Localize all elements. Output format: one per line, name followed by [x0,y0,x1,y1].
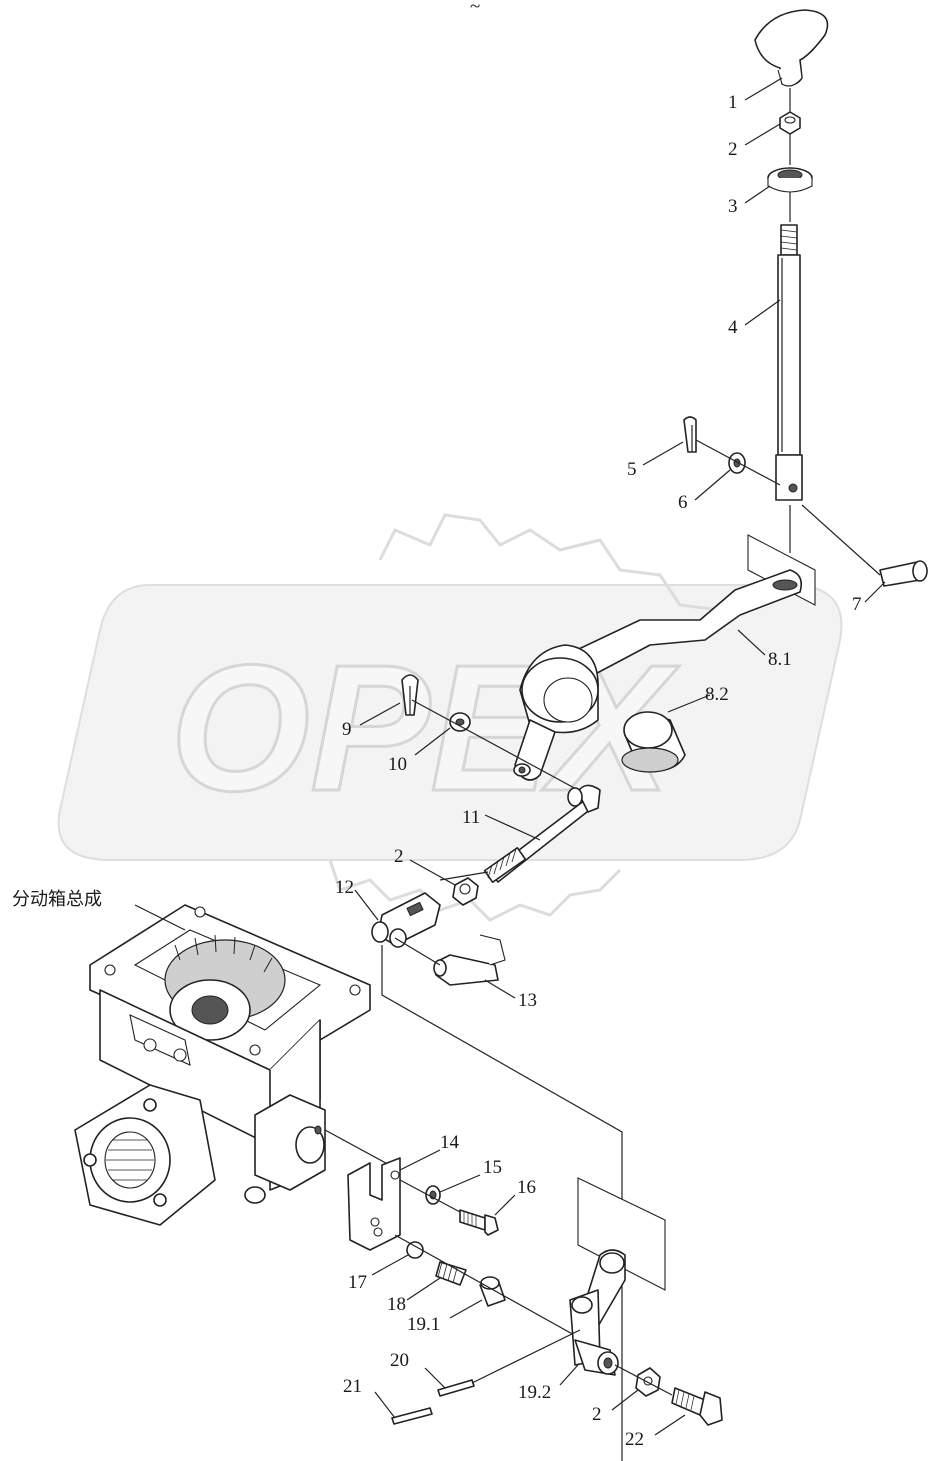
callout-5: 5 [627,459,637,480]
roll-pin-20 [437,1379,475,1397]
detent-bracket [347,1157,401,1251]
callout-15: 15 [483,1157,502,1178]
callout-6: 6 [678,492,688,513]
clevis-pin-clip [433,934,506,986]
callout-labels: 1 2 3 4 5 6 7 8.1 8.2 9 10 11 2 12 13 分动… [12,92,862,1450]
callout-22: 22 [625,1429,644,1450]
washer-10 [449,712,471,732]
shift-rod [775,224,803,501]
callout-19-1: 19.1 [407,1314,440,1335]
lever-bushing [621,711,686,773]
callout-2-mid: 2 [394,846,404,867]
callout-leaders [134,77,886,1436]
header-mark: ~ [470,0,480,17]
callout-9: 9 [342,719,352,740]
callout-2-top: 2 [728,139,738,160]
callout-2-bottom: 2 [592,1404,602,1425]
callout-13: 13 [518,990,537,1011]
callout-14: 14 [440,1132,460,1153]
callout-17: 17 [348,1272,367,1293]
bolt-22 [671,1387,723,1426]
split-pin-9 [401,674,419,716]
callout-20: 20 [390,1350,409,1371]
connection-line [381,945,623,1461]
callout-3: 3 [728,196,738,217]
watermark-logo: OPEX [57,513,843,922]
callout-7: 7 [852,594,862,615]
callout-12: 12 [335,877,354,898]
callout-8-1: 8.1 [768,649,792,670]
clevis-pin [879,560,928,587]
callout-21: 21 [343,1376,362,1397]
callout-1: 1 [728,92,738,113]
hex-nut-mid [452,877,479,906]
detent-ball [406,1241,424,1259]
split-pin [683,416,697,453]
shift-arm-19-2 [569,1249,626,1376]
transfer-case-assembly [74,904,371,1226]
bolt-16 [459,1209,499,1236]
callout-8-2: 8.2 [705,684,729,705]
shift-knob [754,9,829,87]
roll-pin-21 [391,1407,433,1425]
callout-10: 10 [388,754,407,775]
detent-spring [435,1261,467,1286]
callout-4: 4 [728,317,738,338]
flat-washer [728,452,746,474]
sleeve-19-1 [479,1276,506,1307]
linkage-rod [483,784,601,884]
callout-11: 11 [462,807,480,828]
clevis-yoke [371,892,441,948]
shift-lever [513,569,803,781]
reference-plane-2 [577,1177,666,1291]
assembly-label: 分动箱总成 [12,889,102,910]
callout-18: 18 [387,1294,406,1315]
callout-19-2: 19.2 [518,1382,551,1403]
callout-16: 16 [517,1177,536,1198]
hex-nut [779,111,801,135]
rubber-boot [767,167,813,193]
